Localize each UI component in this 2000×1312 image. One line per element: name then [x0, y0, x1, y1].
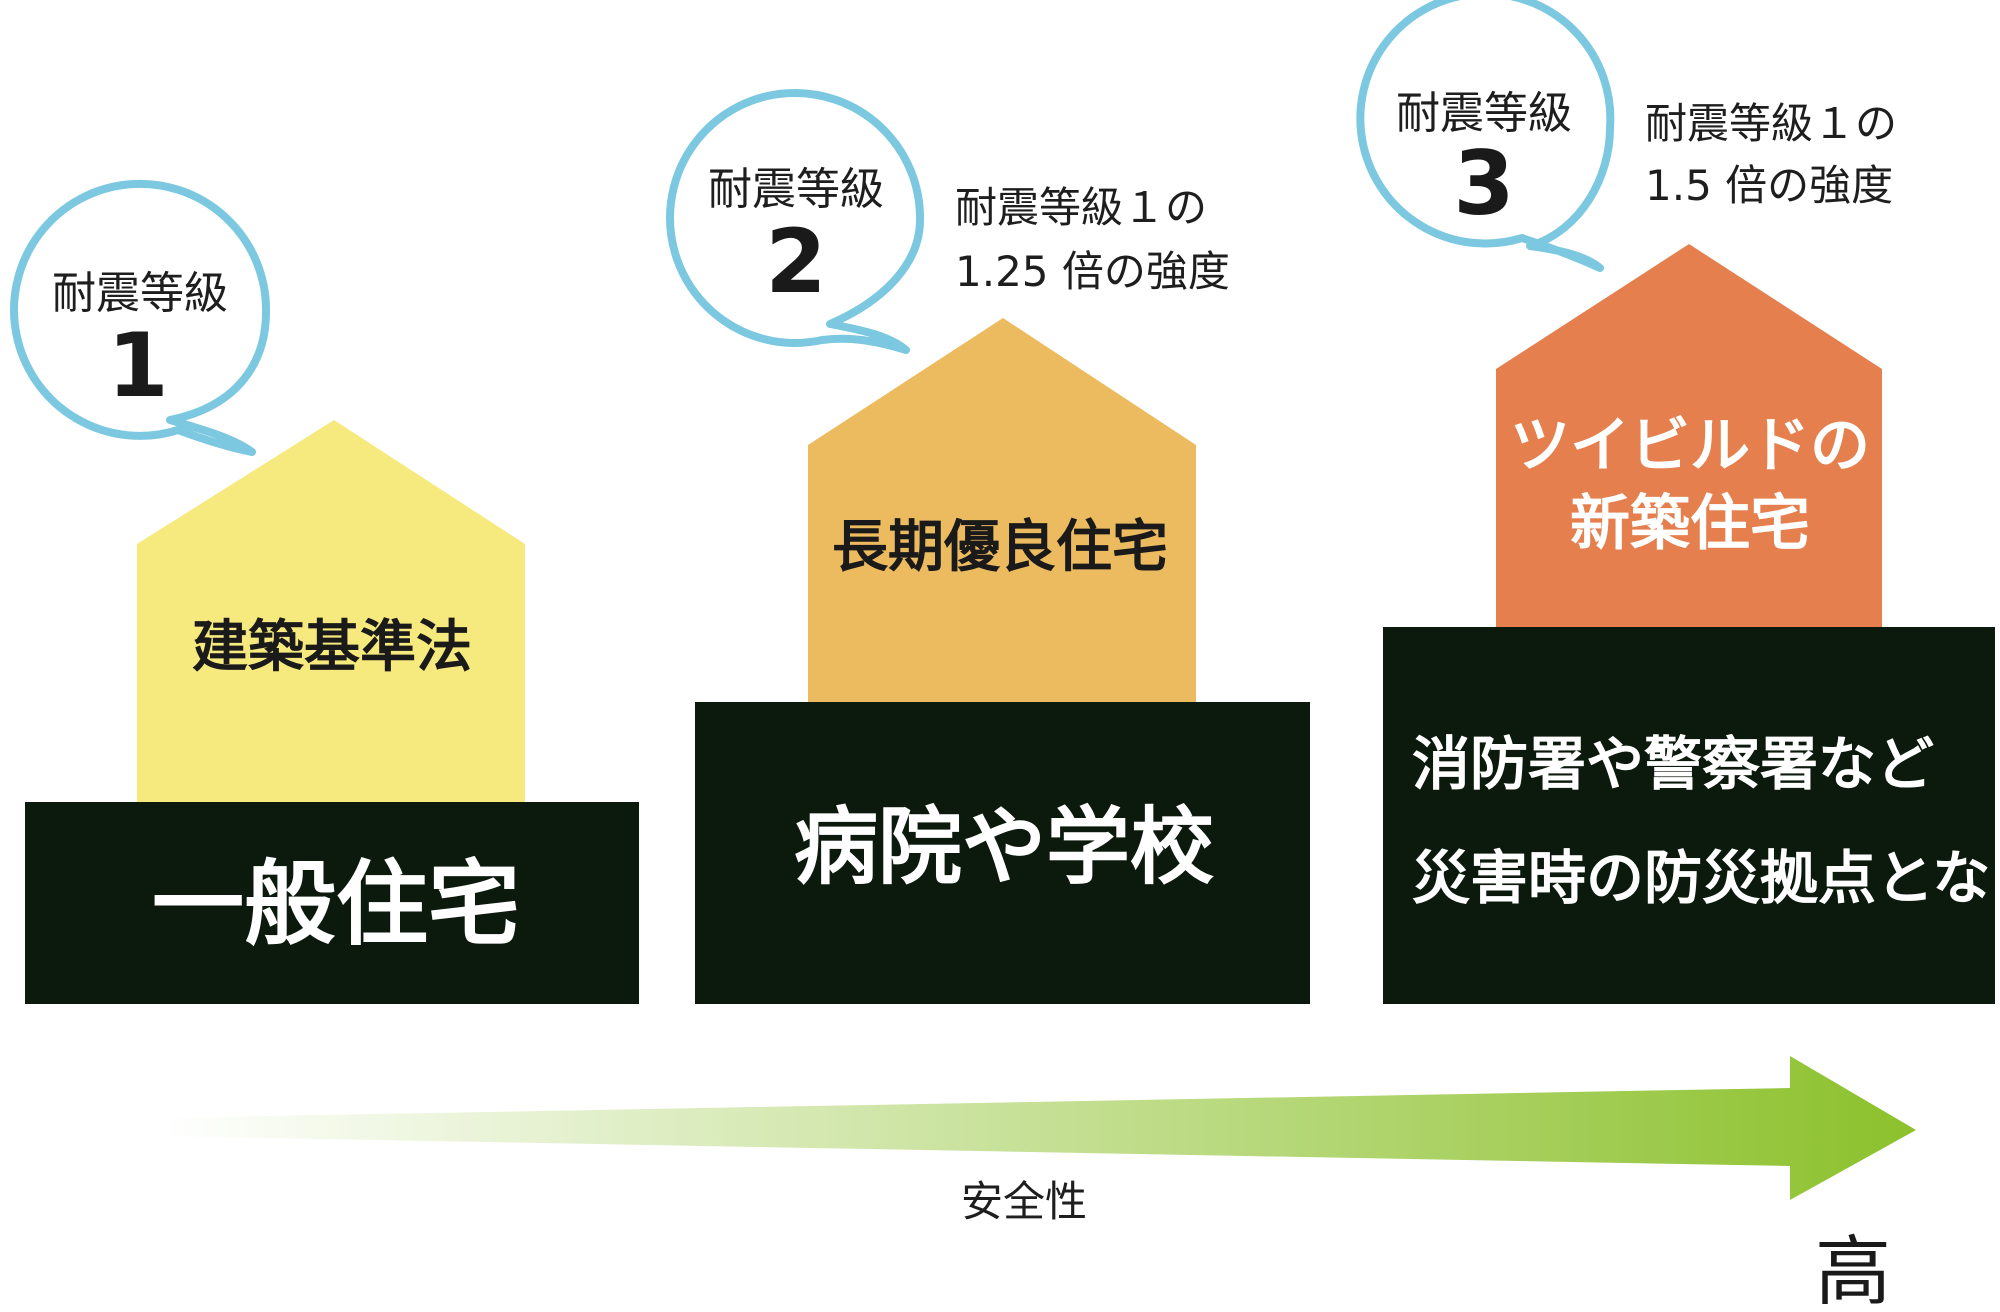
level-3-note-line-2: 1.5 倍の強度	[1645, 161, 1893, 210]
level-1-group: 耐震等級 1 建築基準法 一般住宅	[10, 179, 639, 1004]
level-2-group: 耐震等級 2 耐震等級１の 1.25 倍の強度 長期優良住宅 病院や学校	[666, 89, 1310, 1004]
level-2-speech-bubble	[666, 89, 925, 354]
safety-arrow	[160, 1056, 1916, 1200]
level-3-bubble-title: 耐震等級	[1396, 88, 1572, 139]
level-1-base	[25, 802, 639, 1004]
level-3-speech-bubble	[1356, 0, 1615, 272]
level-3-group: 耐震等級 3 耐震等級１の 1.5 倍の強度 ツイビルドの 新築住宅 消防署や警…	[1356, 0, 2000, 1004]
level-3-base-label-line-1: 消防署や警察署など	[1412, 730, 1934, 798]
level-2-bubble-title: 耐震等級	[708, 164, 884, 215]
level-1-house-label: 建築基準法	[192, 615, 472, 680]
safety-axis-label: 安全性	[961, 1177, 1087, 1226]
level-2-house	[808, 318, 1196, 702]
level-3-base-label-line-2: 災害時の防災拠点となる建物	[1412, 844, 2000, 912]
level-1-bubble-number: 1	[107, 314, 168, 417]
level-1-speech-bubble	[10, 179, 271, 456]
level-3-bubble-number: 3	[1453, 132, 1514, 235]
level-2-note-line-1: 耐震等級１の	[955, 183, 1207, 232]
safety-axis-end-label: 高	[1815, 1227, 1891, 1312]
level-3-base	[1383, 627, 1995, 1004]
level-1-bubble-title: 耐震等級	[52, 268, 228, 319]
level-2-note-line-2: 1.25 倍の強度	[955, 247, 1230, 296]
level-3-house	[1496, 244, 1882, 627]
level-2-base-label: 病院や学校	[794, 798, 1214, 896]
level-2-house-label: 長期優良住宅	[832, 515, 1168, 580]
level-1-house	[137, 420, 525, 802]
level-1-base-label: 一般住宅	[152, 851, 520, 958]
level-2-bubble-number: 2	[765, 210, 826, 313]
level-3-house-label-line-2: 新築住宅	[1570, 489, 1810, 559]
level-3-house-label-line-1: ツイビルドの	[1510, 411, 1870, 481]
safety-axis: 安全性 高	[160, 1056, 1916, 1312]
level-2-base	[695, 702, 1310, 1004]
level-3-note-line-1: 耐震等級１の	[1645, 99, 1897, 148]
